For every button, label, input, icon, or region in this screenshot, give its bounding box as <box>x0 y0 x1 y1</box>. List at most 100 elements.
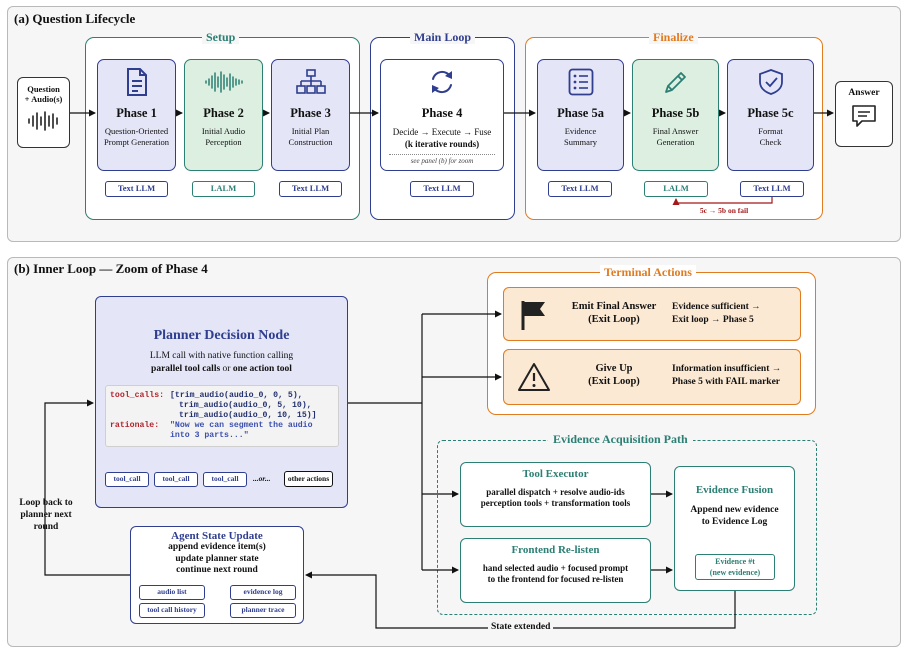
evidence-acquisition-title: Evidence Acquisition Path <box>548 432 693 446</box>
terminal-actions-title: Terminal Actions <box>600 265 696 279</box>
give-up-subtitle: (Exit Loop) <box>588 376 640 387</box>
panel-a-title: (a) Question Lifecycle <box>14 11 136 26</box>
phase-5c-title: Phase 5c <box>747 106 794 120</box>
tool-call-chip: tool_call <box>154 472 198 487</box>
emit-title: Emit Final Answer <box>571 301 657 312</box>
phase-4-badge: Text LLM <box>410 181 474 197</box>
planner-line1: LLM call with native function calling <box>149 351 294 361</box>
emit-desc1: Evidence sufficient → <box>672 302 761 312</box>
state-update-line1: append evidence item(s) <box>168 542 266 552</box>
shield-check-icon <box>758 69 783 95</box>
planner-line2: parallel tool calls or one action tool <box>96 364 347 374</box>
evidence-item-line1: Evidence #t <box>715 557 755 566</box>
evidence-fusion-line1: Append new evidence <box>690 505 779 515</box>
phase-5c-badge: Text LLM <box>740 181 804 197</box>
other-actions-chip: other actions <box>284 471 333 487</box>
phase-1-title: Phase 1 <box>116 106 157 120</box>
evidence-item-line2: (new evidence) <box>709 567 761 577</box>
phase-3-desc: Initial Plan Construction <box>288 126 333 147</box>
evidence-fusion-title: Evidence Fusion <box>695 484 774 496</box>
phase-4-note: see panel (b) for zoom <box>410 157 474 165</box>
code-key-rationale: rationale: <box>110 421 160 430</box>
give-up-desc2: Phase 5 with FAIL marker <box>672 377 781 387</box>
tool-executor-title: Tool Executor <box>522 468 589 480</box>
state-extended-label: State extended <box>488 622 554 632</box>
code-line-2: trim_audio(audio_0, 5, 10), <box>179 401 312 410</box>
phase-1-desc: Question-Oriented Prompt Generation <box>104 126 169 147</box>
phase-3-card: Phase 3 Initial Plan Construction <box>271 59 350 171</box>
state-update-title: Agent State Update <box>171 530 263 542</box>
group-main-loop-label: Main Loop <box>410 30 476 44</box>
frontend-relisten-line2: to the frontend for focused re-listen <box>487 574 624 584</box>
phase-5b-title: Phase 5b <box>651 106 700 120</box>
emit-final-answer-action: Emit Final Answer (Exit Loop) Evidence s… <box>503 287 801 341</box>
code-key-tool-calls: tool_calls: <box>110 391 165 400</box>
hierarchy-icon <box>295 69 326 94</box>
phase-2-desc: Initial Audio Perception <box>201 126 246 147</box>
input-question-audio: Question + Audio(s) <box>17 77 70 148</box>
chat-bubble-icon <box>852 105 876 127</box>
phase-1-card: Phase 1 Question-Oriented Prompt Generat… <box>97 59 176 171</box>
pencil-icon <box>664 72 686 93</box>
phase-5a-desc: Evidence Summary <box>563 126 598 147</box>
frontend-relisten-line1: hand selected audio + focused prompt <box>482 563 629 573</box>
code-rationale-2: into 3 parts..." <box>170 431 249 440</box>
tool-executor-line2: perception tools + transformation tools <box>480 498 631 508</box>
tool-executor-line1: parallel dispatch + resolve audio-ids <box>486 487 625 497</box>
phase-5c-card: Phase 5c Format Check <box>727 59 814 171</box>
state-update-line3: continue next round <box>176 565 258 575</box>
warning-icon <box>518 363 550 391</box>
phase-2-title: Phase 2 <box>203 106 244 120</box>
fail-loop-label: 5c → 5b on fail <box>699 206 749 215</box>
loop-back-label: Loop back to planner next round <box>14 497 78 533</box>
phase-5b-card: Phase 5b Final Answer Generation <box>632 59 719 171</box>
input-label-line2: + Audio(s) <box>24 94 63 104</box>
phase-5a-card: Phase 5a Evidence Summary <box>537 59 624 171</box>
output-label: Answer <box>848 88 880 98</box>
state-update-line2: update planner state <box>175 553 259 564</box>
emit-desc2: Exit loop → Phase 5 <box>672 315 754 325</box>
phase-2-badge: LALM <box>192 181 255 197</box>
phase-3-badge: Text LLM <box>279 181 342 197</box>
document-icon <box>126 68 147 96</box>
code-line-1: [trim_audio(audio_0, 0, 5), <box>170 391 303 400</box>
phase-5b-desc: Final Answer Generation <box>652 126 699 147</box>
loop-back-line2: planner next <box>20 510 72 520</box>
flag-icon <box>521 301 545 330</box>
tool-call-chip: tool_call <box>203 472 247 487</box>
phase-1-badge: Text LLM <box>105 181 168 197</box>
emit-subtitle: (Exit Loop) <box>588 314 640 325</box>
planner-line2-parallel: parallel tool calls <box>151 364 221 374</box>
evidence-log-chip: evidence log <box>230 585 296 600</box>
give-up-title: Give Up <box>595 363 633 374</box>
phase-3-title: Phase 3 <box>290 106 331 120</box>
evidence-fusion-line2: to Evidence Log <box>701 517 768 527</box>
frontend-relisten-box: Frontend Re-listen hand selected audio +… <box>460 538 651 603</box>
loop-back-line1: Loop back to <box>19 498 73 508</box>
phase-5c-desc: Format Check <box>758 126 783 147</box>
group-finalize-label: Finalize <box>649 30 698 44</box>
group-setup-label: Setup <box>202 30 240 44</box>
give-up-desc1: Information insufficient → <box>672 364 782 374</box>
evidence-fusion-box: Evidence Fusion Append new evidence to E… <box>674 466 795 591</box>
evidence-item-chip: Evidence #t (new evidence) <box>695 554 775 580</box>
phase-4-title: Phase 4 <box>421 106 463 120</box>
waveform-icon <box>204 71 243 93</box>
phase-4-card: Phase 4 Decide → Execute → Fuse (k itera… <box>380 59 504 171</box>
waveform-icon <box>27 111 58 131</box>
tool-call-history-chip: tool call history <box>139 603 205 618</box>
planner-line2-one: one action tool <box>232 364 292 374</box>
frontend-relisten-title: Frontend Re-listen <box>511 544 600 556</box>
phase-5b-badge: LALM <box>644 181 708 197</box>
planner-trace-chip: planner trace <box>230 603 296 618</box>
agent-state-update: Agent State Update append evidence item(… <box>130 526 304 624</box>
code-line-3: trim_audio(audio_0, 10, 15)] <box>179 411 317 420</box>
list-icon <box>568 68 593 96</box>
phase-5a-badge: Text LLM <box>548 181 612 197</box>
planner-ellipsis: ...or... <box>253 474 271 483</box>
phase-5a-title: Phase 5a <box>557 106 604 120</box>
planner-title: Planner Decision Node <box>153 328 290 343</box>
loop-back-line3: round <box>33 522 59 532</box>
planner-line2-or: or <box>220 364 233 374</box>
phase-4-desc2: (k iterative rounds) <box>404 139 480 149</box>
